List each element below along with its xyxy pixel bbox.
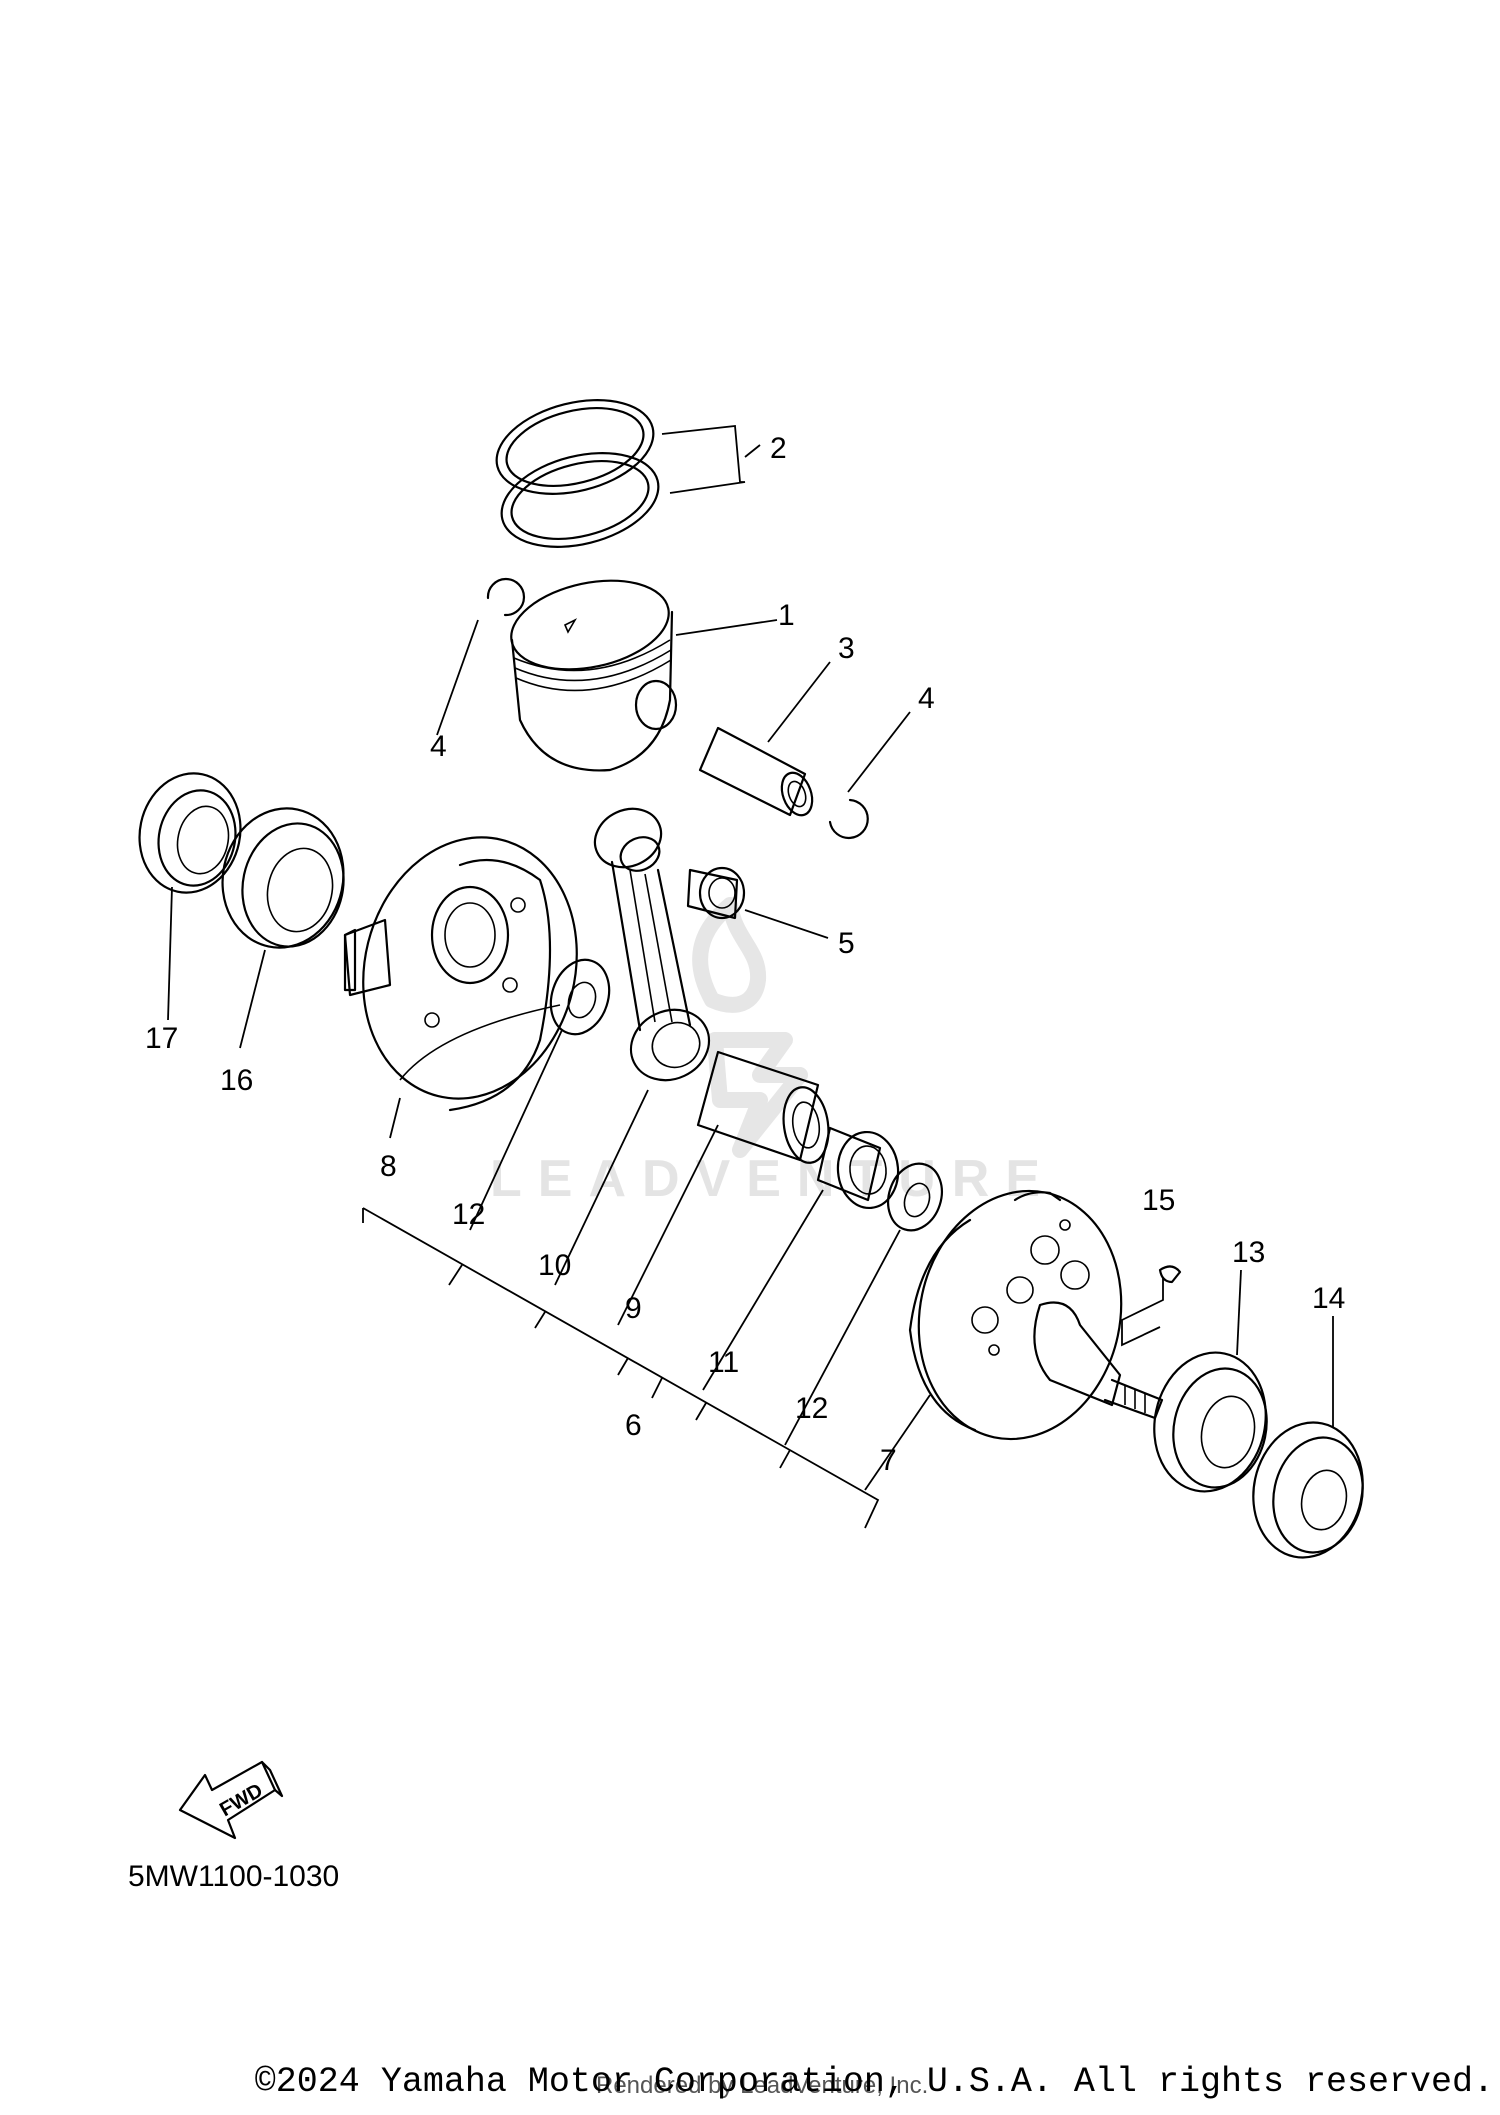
crank-half-right bbox=[908, 1189, 1164, 1441]
callout-10: 10 bbox=[538, 1249, 571, 1282]
callout-14: 14 bbox=[1312, 1282, 1345, 1315]
rendered-by-text: Rendered by LeadVenture, Inc. bbox=[596, 2072, 929, 2099]
piston-rings bbox=[495, 399, 660, 548]
callout-3: 3 bbox=[838, 632, 855, 665]
callout-5: 5 bbox=[838, 927, 855, 960]
piston bbox=[510, 579, 678, 772]
thrust-washer-lower bbox=[887, 1162, 943, 1232]
circlip-right bbox=[828, 798, 869, 839]
bearing-13 bbox=[1153, 1351, 1268, 1493]
connecting-rod bbox=[593, 807, 711, 1082]
fwd-label: FWD bbox=[216, 1779, 266, 1821]
crank-half-left bbox=[343, 836, 578, 1112]
fwd-arrow-icon: FWD bbox=[178, 1760, 284, 1840]
callout-13: 13 bbox=[1232, 1236, 1265, 1269]
small-end-bearing bbox=[686, 866, 746, 920]
bearing-16 bbox=[221, 807, 345, 949]
callout-4-left: 4 bbox=[430, 730, 447, 763]
callout-12-upper: 12 bbox=[452, 1198, 485, 1231]
oil-seal bbox=[138, 772, 242, 894]
callout-8: 8 bbox=[380, 1150, 397, 1183]
diagram-reference-code: 5MW1100-1030 bbox=[128, 1860, 340, 1893]
bearing-14 bbox=[1252, 1421, 1364, 1559]
callout-9: 9 bbox=[625, 1292, 642, 1325]
callout-16: 16 bbox=[220, 1064, 253, 1097]
big-end-bearing bbox=[816, 1126, 900, 1210]
callout-6: 6 bbox=[625, 1409, 642, 1442]
callout-11: 11 bbox=[708, 1346, 739, 1379]
woodruff-key bbox=[1158, 1265, 1182, 1284]
callout-2: 2 bbox=[770, 432, 787, 465]
copyright-text: ©2024 Yamaha Motor Corporation, U.S.A. A… bbox=[254, 2062, 1494, 2102]
crank-pin bbox=[696, 1050, 830, 1164]
callout-15: 15 bbox=[1142, 1184, 1175, 1217]
callouts: 2 1 3 4 4 5 17 16 8 12 10 9 11 6 12 7 15… bbox=[145, 432, 1345, 1477]
callout-1: 1 bbox=[778, 599, 795, 632]
callout-4-right: 4 bbox=[918, 682, 935, 715]
callout-7: 7 bbox=[880, 1444, 897, 1477]
watermark-text: LEADVENTURE bbox=[490, 1150, 1056, 1208]
watermark-logo bbox=[692, 897, 808, 1158]
piston-pin bbox=[698, 726, 814, 817]
circlip-left bbox=[486, 577, 526, 617]
thrust-washer-upper bbox=[549, 958, 611, 1036]
callout-17: 17 bbox=[145, 1022, 178, 1055]
leader-lines bbox=[167, 425, 1334, 1529]
callout-12-lower: 12 bbox=[795, 1392, 828, 1425]
